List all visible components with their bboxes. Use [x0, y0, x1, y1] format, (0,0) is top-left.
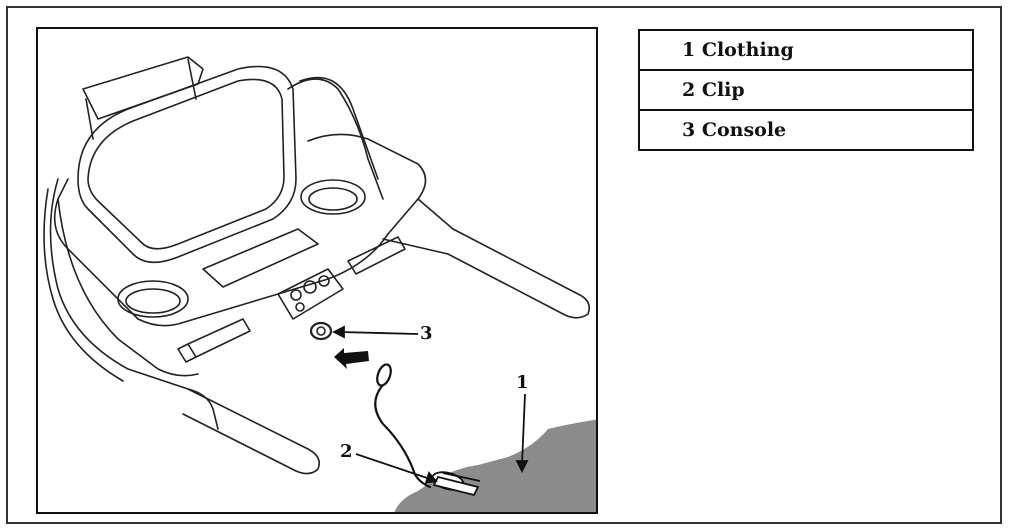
- speaker-grille: [202, 228, 319, 288]
- treadmill-drawing: [43, 56, 596, 512]
- legend-row: 3 Console: [638, 109, 974, 151]
- callout-1: 1: [516, 372, 529, 393]
- callout-3: 3: [420, 323, 433, 344]
- right-grip: [347, 236, 406, 275]
- tablet-holder: [82, 56, 204, 120]
- legend-item-clip: 2 Clip: [638, 69, 974, 111]
- callout-2-leader: [355, 453, 431, 480]
- clothing-patch: [394, 419, 596, 512]
- left-side-rail: [182, 388, 321, 475]
- legend-row: 2 Clip: [638, 69, 974, 111]
- callout-1-leader: [521, 393, 526, 465]
- right-cup-holder: [300, 179, 366, 215]
- insert-direction-arrow: [334, 348, 369, 369]
- console-body: [53, 133, 427, 327]
- right-side-rail: [447, 228, 591, 319]
- left-grip: [187, 318, 251, 358]
- treadmill-illustration: 3 2 1: [36, 27, 598, 514]
- callout-2: 2: [340, 441, 353, 462]
- right-handrail: [287, 78, 384, 200]
- legend-table: 1 Clothing 2 Clip 3 Console: [638, 29, 974, 151]
- left-cup-holder: [117, 280, 189, 318]
- safety-key-magnet: [376, 363, 392, 387]
- safety-cord: [374, 384, 432, 489]
- callout-3-leader: [339, 331, 419, 335]
- legend-row: 1 Clothing: [638, 29, 974, 71]
- legend-item-clothing: 1 Clothing: [638, 29, 974, 71]
- safety-key-receptacle: [309, 321, 333, 341]
- control-pad: [277, 268, 344, 320]
- display-screen: [77, 65, 297, 264]
- legend-item-console: 3 Console: [638, 109, 974, 151]
